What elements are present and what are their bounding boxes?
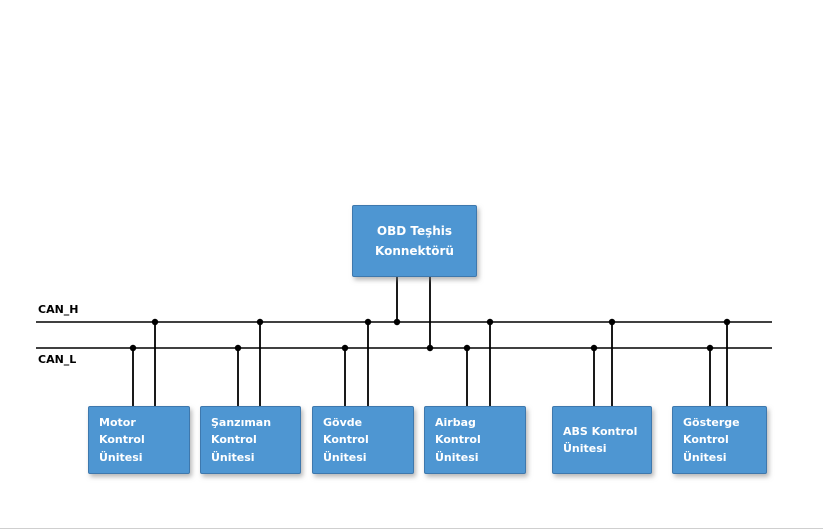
node-abs-kontrol-label: ABS Kontrol Ünitesi [563,424,638,455]
can-h-connection-dots [151,318,731,326]
node-airbag-kontrol-unitesi: Airbag Kontrol Ünitesi [424,406,526,474]
connection-dot [151,318,159,326]
can-h-label: CAN_H [38,303,79,316]
can-l-connection-dots [129,344,714,352]
node-airbag-kontrol-label: Airbag Kontrol Ünitesi [435,416,481,464]
connection-dot [341,344,349,352]
node-sanziman-kontrol-label: Şanzıman Kontrol Ünitesi [211,416,272,464]
node-govde-kontrol-label: Gövde Kontrol Ünitesi [323,416,369,464]
connection-dot [706,344,714,352]
connection-dot [393,318,401,326]
connection-dot [234,344,242,352]
connection-dot [364,318,372,326]
node-motor-kontrol-unitesi: Motor Kontrol Ünitesi [88,406,190,474]
node-motor-kontrol-label: Motor Kontrol Ünitesi [99,416,145,464]
node-obd-connector-label: OBD Teşhis Konnektörü [375,223,454,258]
connection-dot [486,318,494,326]
connection-dot [426,344,434,352]
node-gosterge-kontrol-label: Gösterge Kontrol Ünitesi [683,416,740,464]
connection-dot [608,318,616,326]
connection-dot [256,318,264,326]
connection-dot [129,344,137,352]
bottom-edge-line [0,528,823,529]
connection-dot [463,344,471,352]
can-l-label: CAN_L [38,353,77,366]
node-govde-kontrol-unitesi: Gövde Kontrol Ünitesi [312,406,414,474]
connection-dot [723,318,731,326]
node-gosterge-kontrol-unitesi: Gösterge Kontrol Ünitesi [672,406,767,474]
node-sanziman-kontrol-unitesi: Şanzıman Kontrol Ünitesi [200,406,301,474]
node-abs-kontrol-unitesi: ABS Kontrol Ünitesi [552,406,652,474]
node-obd-connector: OBD Teşhis Konnektörü [352,205,477,277]
connection-dot [590,344,598,352]
